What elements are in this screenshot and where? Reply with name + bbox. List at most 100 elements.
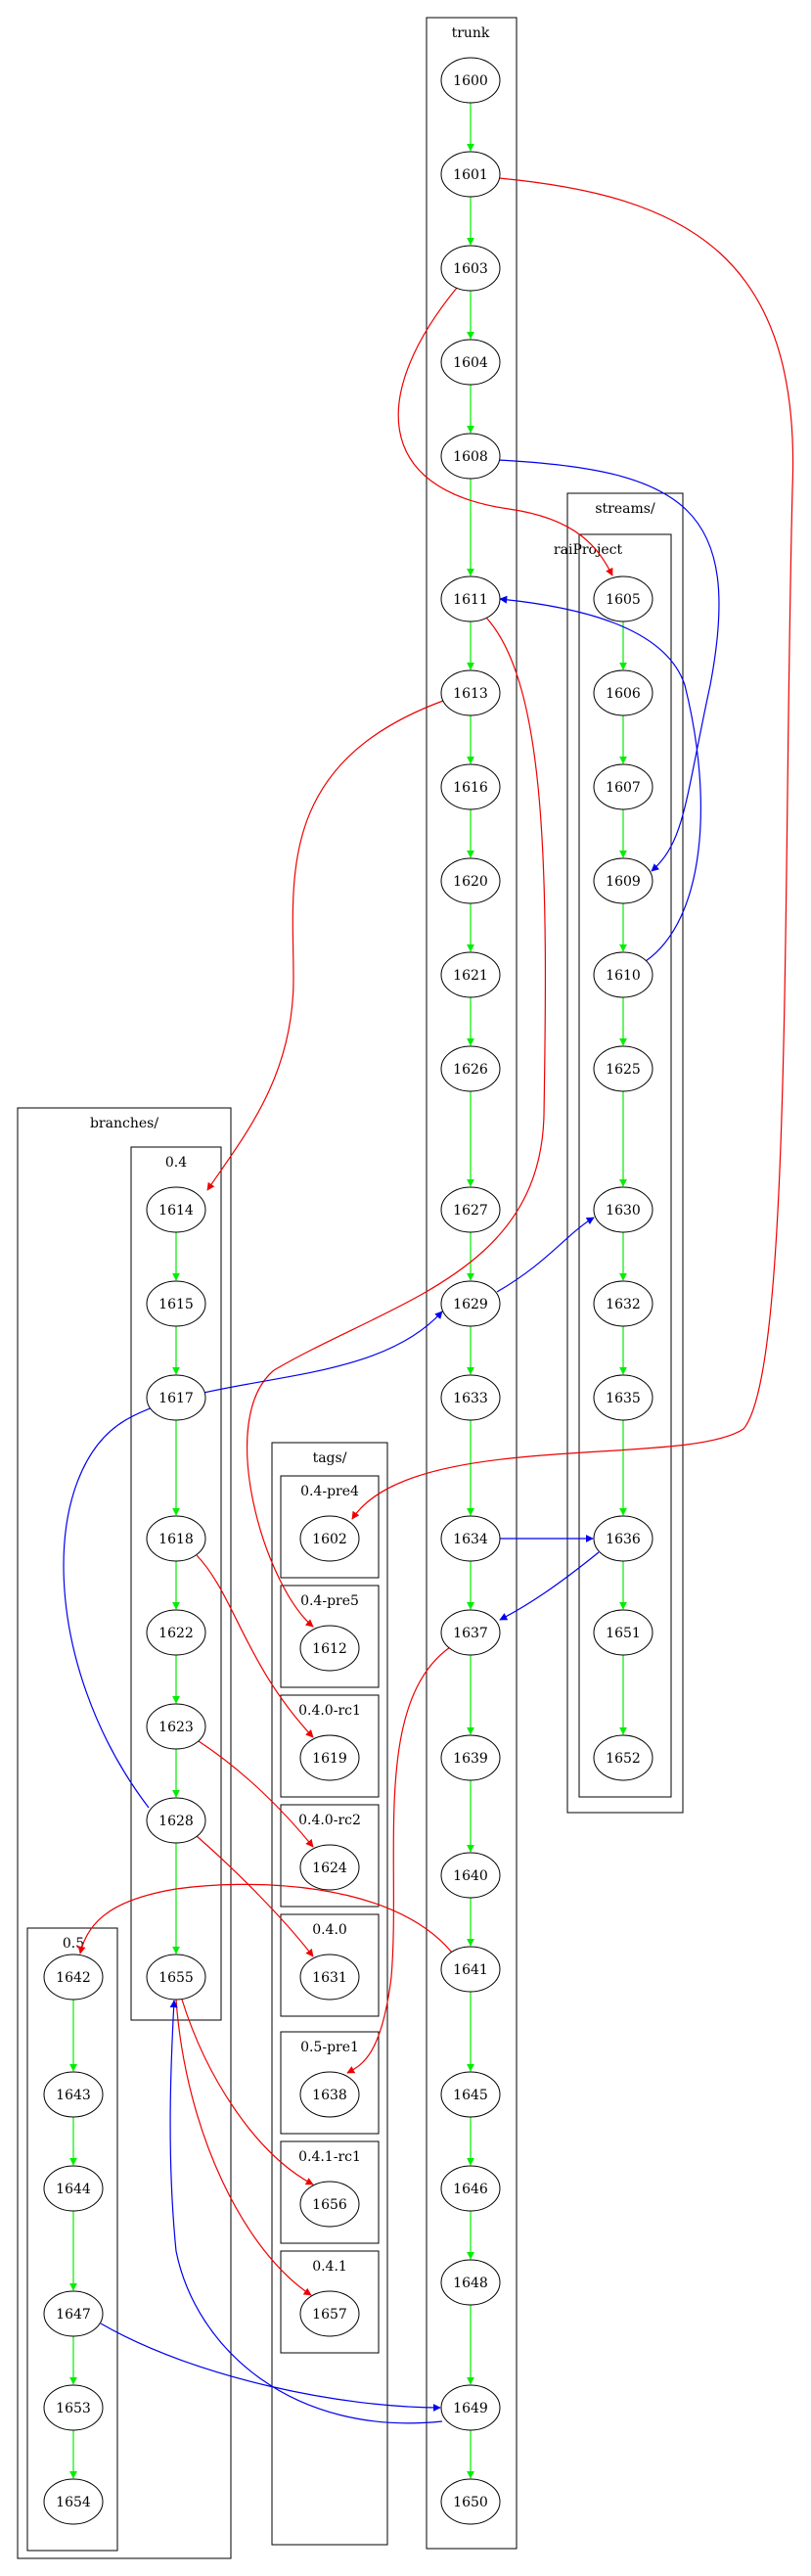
node-ellipse[interactable]	[146, 1186, 206, 1233]
node-ellipse[interactable]	[440, 57, 501, 104]
node-ellipse[interactable]	[146, 1515, 206, 1562]
node-ellipse[interactable]	[146, 1609, 206, 1656]
node-ellipse[interactable]	[299, 1515, 360, 1562]
node-1632[interactable]: 1632	[593, 1280, 653, 1327]
node-1623[interactable]: 1623	[146, 1703, 206, 1750]
node-1611[interactable]: 1611	[440, 575, 501, 622]
node-ellipse[interactable]	[43, 2071, 104, 2118]
node-ellipse[interactable]	[440, 857, 501, 904]
node-ellipse[interactable]	[440, 1946, 501, 1993]
node-1657[interactable]: 1657	[299, 2290, 360, 2337]
node-1643[interactable]: 1643	[43, 2071, 104, 2118]
node-ellipse[interactable]	[440, 763, 501, 810]
node-ellipse[interactable]	[440, 1734, 501, 1781]
node-1609[interactable]: 1609	[593, 857, 653, 904]
node-ellipse[interactable]	[440, 2384, 501, 2431]
node-1647[interactable]: 1647	[43, 2290, 104, 2337]
node-1645[interactable]: 1645	[440, 2071, 501, 2118]
node-ellipse[interactable]	[440, 1609, 501, 1656]
node-ellipse[interactable]	[146, 1280, 206, 1327]
node-1636[interactable]: 1636	[593, 1515, 653, 1562]
node-1651[interactable]: 1651	[593, 1609, 653, 1656]
node-1641[interactable]: 1641	[440, 1946, 501, 1993]
node-1624[interactable]: 1624	[299, 1844, 360, 1891]
node-1629[interactable]: 1629	[440, 1280, 501, 1327]
node-ellipse[interactable]	[146, 1797, 206, 1844]
node-ellipse[interactable]	[440, 2478, 501, 2525]
node-ellipse[interactable]	[440, 1374, 501, 1421]
node-ellipse[interactable]	[440, 951, 501, 998]
node-1656[interactable]: 1656	[299, 2181, 360, 2228]
node-ellipse[interactable]	[43, 1954, 104, 2001]
node-ellipse[interactable]	[440, 1280, 501, 1327]
node-ellipse[interactable]	[440, 151, 501, 198]
node-1649[interactable]: 1649	[440, 2384, 501, 2431]
node-1619[interactable]: 1619	[299, 1734, 360, 1781]
node-1620[interactable]: 1620	[440, 857, 501, 904]
node-ellipse[interactable]	[593, 1515, 653, 1562]
node-ellipse[interactable]	[593, 763, 653, 810]
node-1605[interactable]: 1605	[593, 575, 653, 622]
node-1606[interactable]: 1606	[593, 669, 653, 716]
node-1607[interactable]: 1607	[593, 763, 653, 810]
node-1639[interactable]: 1639	[440, 1734, 501, 1781]
node-ellipse[interactable]	[146, 1703, 206, 1750]
node-1634[interactable]: 1634	[440, 1515, 501, 1562]
node-ellipse[interactable]	[146, 1954, 206, 2001]
node-1654[interactable]: 1654	[43, 2478, 104, 2525]
node-1635[interactable]: 1635	[593, 1374, 653, 1421]
node-ellipse[interactable]	[440, 1045, 501, 1092]
node-1608[interactable]: 1608	[440, 433, 501, 480]
node-1603[interactable]: 1603	[440, 245, 501, 292]
node-ellipse[interactable]	[440, 2259, 501, 2306]
node-1633[interactable]: 1633	[440, 1374, 501, 1421]
node-1625[interactable]: 1625	[593, 1045, 653, 1092]
node-1616[interactable]: 1616	[440, 763, 501, 810]
node-ellipse[interactable]	[299, 1954, 360, 2001]
node-ellipse[interactable]	[299, 2290, 360, 2337]
node-1627[interactable]: 1627	[440, 1186, 501, 1233]
node-1637[interactable]: 1637	[440, 1609, 501, 1656]
node-ellipse[interactable]	[43, 2384, 104, 2431]
node-ellipse[interactable]	[593, 951, 653, 998]
node-1614[interactable]: 1614	[146, 1186, 206, 1233]
node-1617[interactable]: 1617	[146, 1374, 206, 1421]
node-1652[interactable]: 1652	[593, 1734, 653, 1781]
node-ellipse[interactable]	[593, 1609, 653, 1656]
node-ellipse[interactable]	[440, 2071, 501, 2118]
node-1646[interactable]: 1646	[440, 2165, 501, 2212]
node-ellipse[interactable]	[146, 1374, 206, 1421]
node-1610[interactable]: 1610	[593, 951, 653, 998]
node-1601[interactable]: 1601	[440, 151, 501, 198]
node-ellipse[interactable]	[43, 2290, 104, 2337]
node-ellipse[interactable]	[440, 1515, 501, 1562]
node-1628[interactable]: 1628	[146, 1797, 206, 1844]
node-ellipse[interactable]	[593, 1186, 653, 1233]
node-1638[interactable]: 1638	[299, 2071, 360, 2118]
node-ellipse[interactable]	[440, 2165, 501, 2212]
node-1640[interactable]: 1640	[440, 1852, 501, 1899]
node-ellipse[interactable]	[43, 2165, 104, 2212]
node-1600[interactable]: 1600	[440, 57, 501, 104]
node-ellipse[interactable]	[440, 1852, 501, 1899]
node-ellipse[interactable]	[43, 2478, 104, 2525]
node-ellipse[interactable]	[299, 1625, 360, 1672]
node-1650[interactable]: 1650	[440, 2478, 501, 2525]
node-1630[interactable]: 1630	[593, 1186, 653, 1233]
node-ellipse[interactable]	[440, 575, 501, 622]
node-1644[interactable]: 1644	[43, 2165, 104, 2212]
node-1613[interactable]: 1613	[440, 669, 501, 716]
node-ellipse[interactable]	[593, 1280, 653, 1327]
node-ellipse[interactable]	[440, 669, 501, 716]
node-1653[interactable]: 1653	[43, 2384, 104, 2431]
node-ellipse[interactable]	[593, 1734, 653, 1781]
node-1655[interactable]: 1655	[146, 1954, 206, 2001]
node-1621[interactable]: 1621	[440, 951, 501, 998]
node-ellipse[interactable]	[440, 1186, 501, 1233]
node-ellipse[interactable]	[299, 1734, 360, 1781]
node-ellipse[interactable]	[593, 669, 653, 716]
node-1642[interactable]: 1642	[43, 1954, 104, 2001]
node-ellipse[interactable]	[299, 2071, 360, 2118]
node-1618[interactable]: 1618	[146, 1515, 206, 1562]
node-ellipse[interactable]	[593, 857, 653, 904]
